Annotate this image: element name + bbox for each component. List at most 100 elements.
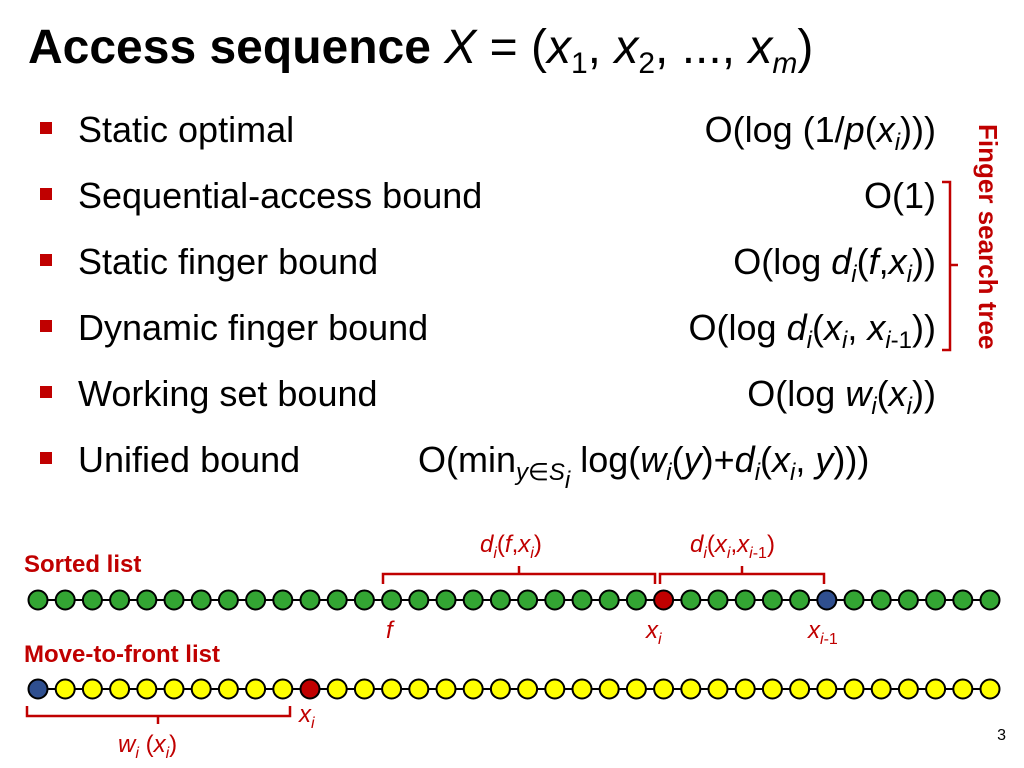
- mtf-list-nodes: [27, 678, 1001, 700]
- mtf-list-node: [734, 678, 756, 700]
- label-di-f-xi: di(f,xi): [480, 531, 542, 562]
- mtf-list-node: [761, 678, 783, 700]
- mtf-list-node: [462, 678, 484, 700]
- sorted-list-node: [517, 589, 539, 611]
- mtf-list-node: [625, 678, 647, 700]
- sorted-list-node: [489, 589, 511, 611]
- mtf-list-node: [245, 678, 267, 700]
- finger-search-bracket: [942, 180, 952, 352]
- mtf-list-node: [816, 678, 838, 700]
- sorted-list-node: [625, 589, 647, 611]
- bracket-di-f-xi: [381, 572, 657, 584]
- mtf-list-node: [517, 678, 539, 700]
- sorted-list-node: [598, 589, 620, 611]
- sorted-list-node: [190, 589, 212, 611]
- bound-formula: O(log wi(xi)): [747, 373, 936, 420]
- mtf-list-node: [653, 678, 675, 700]
- sorted-list-node: [109, 589, 131, 611]
- label-xi-1: xi-1: [807, 617, 838, 648]
- mtf-list-node: [707, 678, 729, 700]
- sorted-list-node: [761, 589, 783, 611]
- sorted-list-label: Sorted list: [24, 551, 141, 578]
- bound-name: Static finger bound: [78, 241, 379, 282]
- sorted-list-node: [81, 589, 103, 611]
- mtf-list-node: [109, 678, 131, 700]
- mtf-list-node: [571, 678, 593, 700]
- sorted-list-node: [843, 589, 865, 611]
- mtf-list-node: [870, 678, 892, 700]
- list-item: Static optimal O(log (1/p(xi))): [40, 104, 936, 170]
- sorted-list-node: [435, 589, 457, 611]
- sorted-list-node: [680, 589, 702, 611]
- sorted-list-node: [326, 589, 348, 611]
- bullet-marker: [40, 452, 52, 464]
- title-math: X = (x1, x2, ..., xm): [444, 21, 814, 80]
- mtf-list-node: [843, 678, 865, 700]
- sorted-list-node: [571, 589, 593, 611]
- bound-formula: O(miny∈Si log(wi(y)+di(xi, y))): [418, 439, 870, 494]
- list-item: Sequential-access bound O(1): [40, 170, 936, 236]
- bullet-marker: [40, 386, 52, 398]
- mtf-list-label: Move-to-front list: [24, 641, 220, 668]
- sorted-list-node: [353, 589, 375, 611]
- sorted-list-node: [272, 589, 294, 611]
- mtf-list-node: [408, 678, 430, 700]
- sorted-list-node: [816, 589, 838, 611]
- sorted-list-node: [925, 589, 947, 611]
- mtf-list-node: [381, 678, 403, 700]
- bullet-marker: [40, 254, 52, 266]
- slide-title: Access sequence X = (x1, x2, ..., xm): [28, 20, 814, 80]
- bound-name: Static optimal: [78, 109, 295, 150]
- sorted-list-node: [544, 589, 566, 611]
- bracket-wi-xi: [25, 706, 292, 718]
- sorted-list-node: [897, 589, 919, 611]
- mtf-list-node: [489, 678, 511, 700]
- label-f: f: [386, 617, 395, 644]
- page-number: 3: [997, 727, 1006, 744]
- title-text: Access sequence: [28, 21, 431, 74]
- sorted-list-node: [217, 589, 239, 611]
- bound-formula: O(log di(f,xi)): [733, 241, 936, 288]
- mtf-list-node: [217, 678, 239, 700]
- label-xi-mtf: xi: [298, 701, 315, 732]
- list-item: Working set bound O(log wi(xi)): [40, 368, 936, 434]
- sorted-list-nodes: [27, 589, 1001, 611]
- bound-name: Dynamic finger bound: [78, 307, 429, 348]
- mtf-list-node: [435, 678, 457, 700]
- mtf-list-node: [789, 678, 811, 700]
- bound-name: Sequential-access bound: [78, 175, 483, 216]
- bracket-di-xi-xi1: [658, 572, 826, 584]
- sorted-list-node: [245, 589, 267, 611]
- sorted-list-node: [462, 589, 484, 611]
- mtf-list-node: [979, 678, 1001, 700]
- mtf-list-node: [272, 678, 294, 700]
- mtf-list-node: [190, 678, 212, 700]
- list-item: Dynamic finger bound O(log di(xi, xi-1)): [40, 302, 936, 368]
- mtf-list-node: [299, 678, 321, 700]
- mtf-list-node: [897, 678, 919, 700]
- bound-formula: O(1): [864, 175, 936, 216]
- mtf-list-node: [81, 678, 103, 700]
- mtf-list-node: [326, 678, 348, 700]
- sorted-list-node: [136, 589, 158, 611]
- bound-name: Working set bound: [78, 373, 378, 414]
- sorted-list-node: [734, 589, 756, 611]
- mtf-list-node: [136, 678, 158, 700]
- sorted-list-node: [54, 589, 76, 611]
- bound-formula: O(log (1/p(xi))): [704, 109, 936, 156]
- mtf-list-node: [925, 678, 947, 700]
- label-xi: xi: [645, 617, 662, 648]
- sorted-list-node: [27, 589, 49, 611]
- bullet-marker: [40, 122, 52, 134]
- mtf-list-node: [163, 678, 185, 700]
- list-item: Unified bound O(miny∈Si log(wi(y)+di(xi,…: [40, 434, 936, 500]
- mtf-list-node: [952, 678, 974, 700]
- sorted-list-node: [707, 589, 729, 611]
- mtf-list-node: [27, 678, 49, 700]
- bound-list: Static optimal O(log (1/p(xi))) Sequenti…: [40, 104, 936, 500]
- mtf-list-node: [353, 678, 375, 700]
- sorted-list-node: [653, 589, 675, 611]
- sorted-list-node: [299, 589, 321, 611]
- mtf-list-node: [598, 678, 620, 700]
